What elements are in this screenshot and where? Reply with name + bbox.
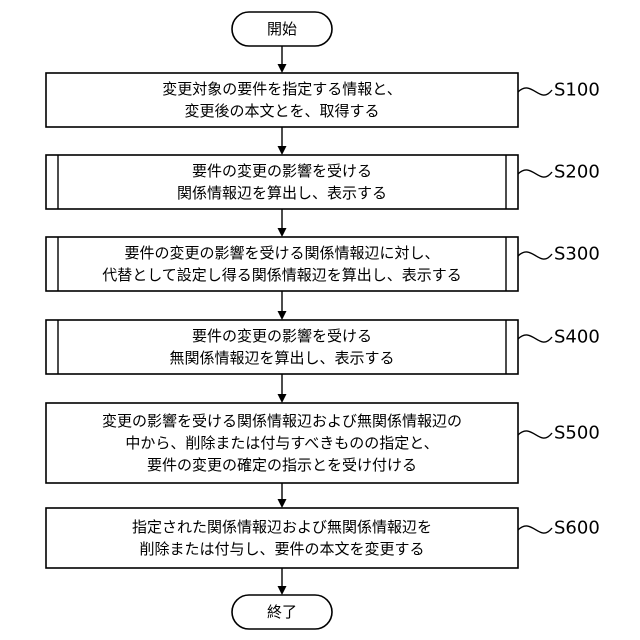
process-text-line: 要件の変更の影響を受ける (192, 162, 372, 180)
process-text-line: 変更後の本文とを、取得する (184, 102, 379, 120)
process-step-s500: 変更の影響を受ける関係情報辺および無関係情報辺の中から、削除または付与すべきもの… (46, 403, 600, 483)
process-text-line: 無関係情報辺を算出し、表示する (169, 349, 394, 367)
step-label-leader (518, 335, 552, 342)
process-text-line: 中から、削除または付与すべきものの指定と、 (125, 434, 438, 452)
flow-arrowhead (278, 394, 287, 403)
process-text-line: 要件の変更の影響を受ける関係情報辺に対し、 (124, 244, 439, 262)
process-box (46, 508, 518, 568)
start-terminal-label: 開始 (267, 20, 297, 38)
step-id-label: S600 (554, 518, 600, 539)
step-label-leader (518, 526, 552, 533)
process-step-s200: 要件の変更の影響を受ける関係情報辺を算出し、表示する S200 (46, 155, 600, 209)
process-step-s300: 要件の変更の影響を受ける関係情報辺に対し、代替として設定し得る関係情報辺を算出し… (46, 237, 600, 291)
flow-arrowhead (278, 228, 287, 237)
step-label-leader (518, 252, 552, 259)
process-text-line: 代替として設定し得る関係情報辺を算出し、表示する (102, 266, 462, 284)
process-text-line: 削除または付与し、要件の本文を変更する (139, 540, 424, 558)
process-text-line: 変更対象の要件を指定する情報と、 (162, 80, 401, 98)
flow-arrowhead (278, 64, 287, 73)
step-id-label: S500 (554, 423, 600, 444)
step-label-leader (518, 88, 552, 95)
process-text-line: 指定された関係情報辺および無関係情報辺を (132, 518, 432, 536)
process-steps: 変更対象の要件を指定する情報と、変更後の本文とを、取得する S100 要件の変更の影… (46, 73, 600, 568)
step-label-leader (518, 170, 552, 177)
step-id-label: S300 (554, 244, 600, 265)
end-terminal-label: 終了 (267, 603, 297, 621)
process-step-s600: 指定された関係情報辺および無関係情報辺を削除または付与し、要件の本文を変更する S… (46, 508, 600, 568)
process-text-line: 要件の変更の確定の指示とを受け付ける (147, 456, 417, 474)
step-label-leader (518, 431, 552, 438)
flow-arrowhead (278, 311, 287, 320)
start-terminal: 開始 (232, 12, 332, 46)
step-id-label: S200 (554, 162, 600, 183)
step-id-label: S400 (554, 327, 600, 348)
process-text-line: 要件の変更の影響を受ける (192, 327, 372, 345)
process-step-s100: 変更対象の要件を指定する情報と、変更後の本文とを、取得する S100 (46, 73, 600, 127)
process-text-line: 変更の影響を受ける関係情報辺および無関係情報辺の (102, 412, 462, 430)
step-id-label: S100 (554, 80, 600, 101)
end-terminal: 終了 (232, 595, 332, 629)
process-text-line: 関係情報辺を算出し、表示する (177, 184, 387, 202)
flow-arrowhead (278, 146, 287, 155)
process-step-s400: 要件の変更の影響を受ける無関係情報辺を算出し、表示する S400 (46, 320, 600, 374)
flow-arrowhead (278, 586, 287, 595)
flow-arrowhead (278, 499, 287, 508)
